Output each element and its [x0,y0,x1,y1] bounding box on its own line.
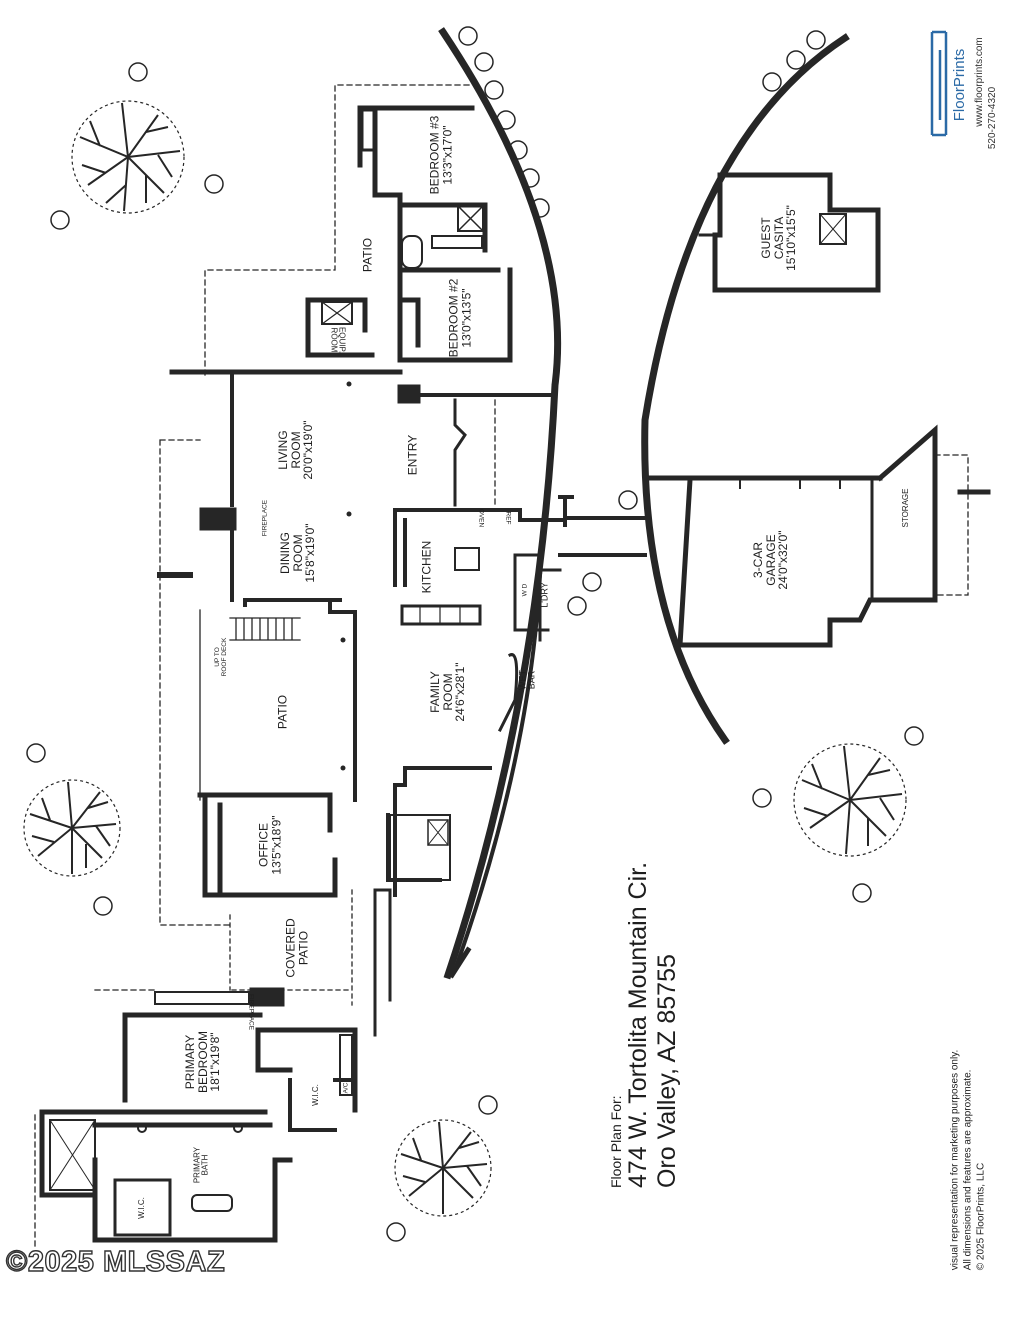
label-bedroom2: BEDROOM #2 13'0"x13'5" [446,278,473,358]
floorprints-logo-icon [930,30,948,137]
label-primary-bedroom: PRIMARY BEDROOM 18'1"x19'8" [183,1030,223,1094]
disclaimer: visual representation for marketing purp… [949,1050,988,1270]
logo-name: FloorPrints [951,48,969,122]
disclaimer-line3: © 2025 FloorPrints, LLC [975,1162,987,1271]
disclaimer-line1: visual representation for marketing purp… [949,1049,961,1271]
label-living-room: LIVING ROOM 20'0"x19'0" [276,420,316,480]
label-patio-mid: PATIO [275,694,290,730]
label-bedroom3: BEDROOM #3 13'3"x17'0" [427,115,454,195]
closet-b3 [360,108,376,152]
primary-bath-walls [39,1109,293,1243]
office-walls [197,792,338,898]
main-curved-wall-lower [452,572,543,973]
primary-walls [122,1012,358,1113]
label-up-to-roof-deck: UP TO ROOF DECK [214,637,228,677]
fireplace-dining [199,507,237,531]
logo-phone: 520-270-4320 [986,86,998,150]
label-ref: REF [504,511,512,525]
label-wic-bath: W.I.C. [136,1197,146,1219]
label-patio-top: PATIO [360,237,375,273]
kitchen-walls [393,508,567,587]
fireplace-primary [249,987,285,1007]
label-fireplace-primary: FIREPLACE [247,993,255,1031]
mls-watermark: ©2025 MLSSAZ [5,1245,226,1278]
equip-room-walls [305,297,375,358]
address-block: Floor Plan For: 474 W. Tortolita Mountai… [608,862,682,1188]
main-curved-wall [438,27,562,980]
label-primary-bath: PRIMARY BATH [192,1146,210,1184]
label-oven: OVEN [477,508,485,528]
label-entry: ENTRY [405,434,420,476]
tree-icon [71,100,185,214]
garage-curved-wall [641,33,850,745]
laundry-walls [513,553,562,642]
disclaimer-line2: All dimensions and features are approxim… [962,1069,974,1271]
label-ac: A/C [342,1082,350,1094]
label-storage: STORAGE [900,488,910,528]
patio-curve-inner [448,946,472,979]
label-wic-primary: W.I.C. [310,1084,320,1106]
wet-bar [497,653,519,733]
logo-url: www.floorprints.com [973,37,985,127]
tree-icon [23,779,121,877]
label-guest-casita: GUEST CASITA 15'10"x15'5" [759,205,799,271]
address-line2: Oro Valley, AZ 85755 [653,954,682,1189]
casita-walls [712,172,881,293]
address-label: Floor Plan For: [608,1095,625,1189]
stair [229,617,301,641]
label-garage: 3-CAR GARAGE 24'0"x32'0" [751,530,791,590]
garage-walls [647,424,938,648]
label-dining-room: DINING ROOM 15'8"x19'0" [278,523,318,583]
label-wd: W D [521,583,529,597]
label-family-room: FAMILY ROOM 24'6"x28'1" [428,662,468,722]
patio-top-outline [204,84,471,376]
kitchen-counter [400,604,482,626]
kitchen-island [454,547,480,571]
label-office: OFFICE 13'5"x18'9" [256,815,283,875]
vanity [431,235,483,249]
bath-tub [401,235,423,269]
tree-icon [394,1119,492,1217]
label-kitchen: KITCHEN [419,540,434,594]
bedroom2-walls [397,267,513,363]
label-covered-patio: COVERED PATIO [283,918,310,978]
tree-icon [793,743,907,857]
address-line1: 474 W. Tortolita Mountain Cir. [624,861,653,1189]
label-wet-bar: WET BAR [517,670,537,690]
shower-b3 [457,205,484,232]
label-laundry: L'DRY [539,582,550,608]
label-fireplace-dining: FIREPLACE [261,499,269,537]
label-equip-room: EQUIP. ROOM [329,326,347,354]
